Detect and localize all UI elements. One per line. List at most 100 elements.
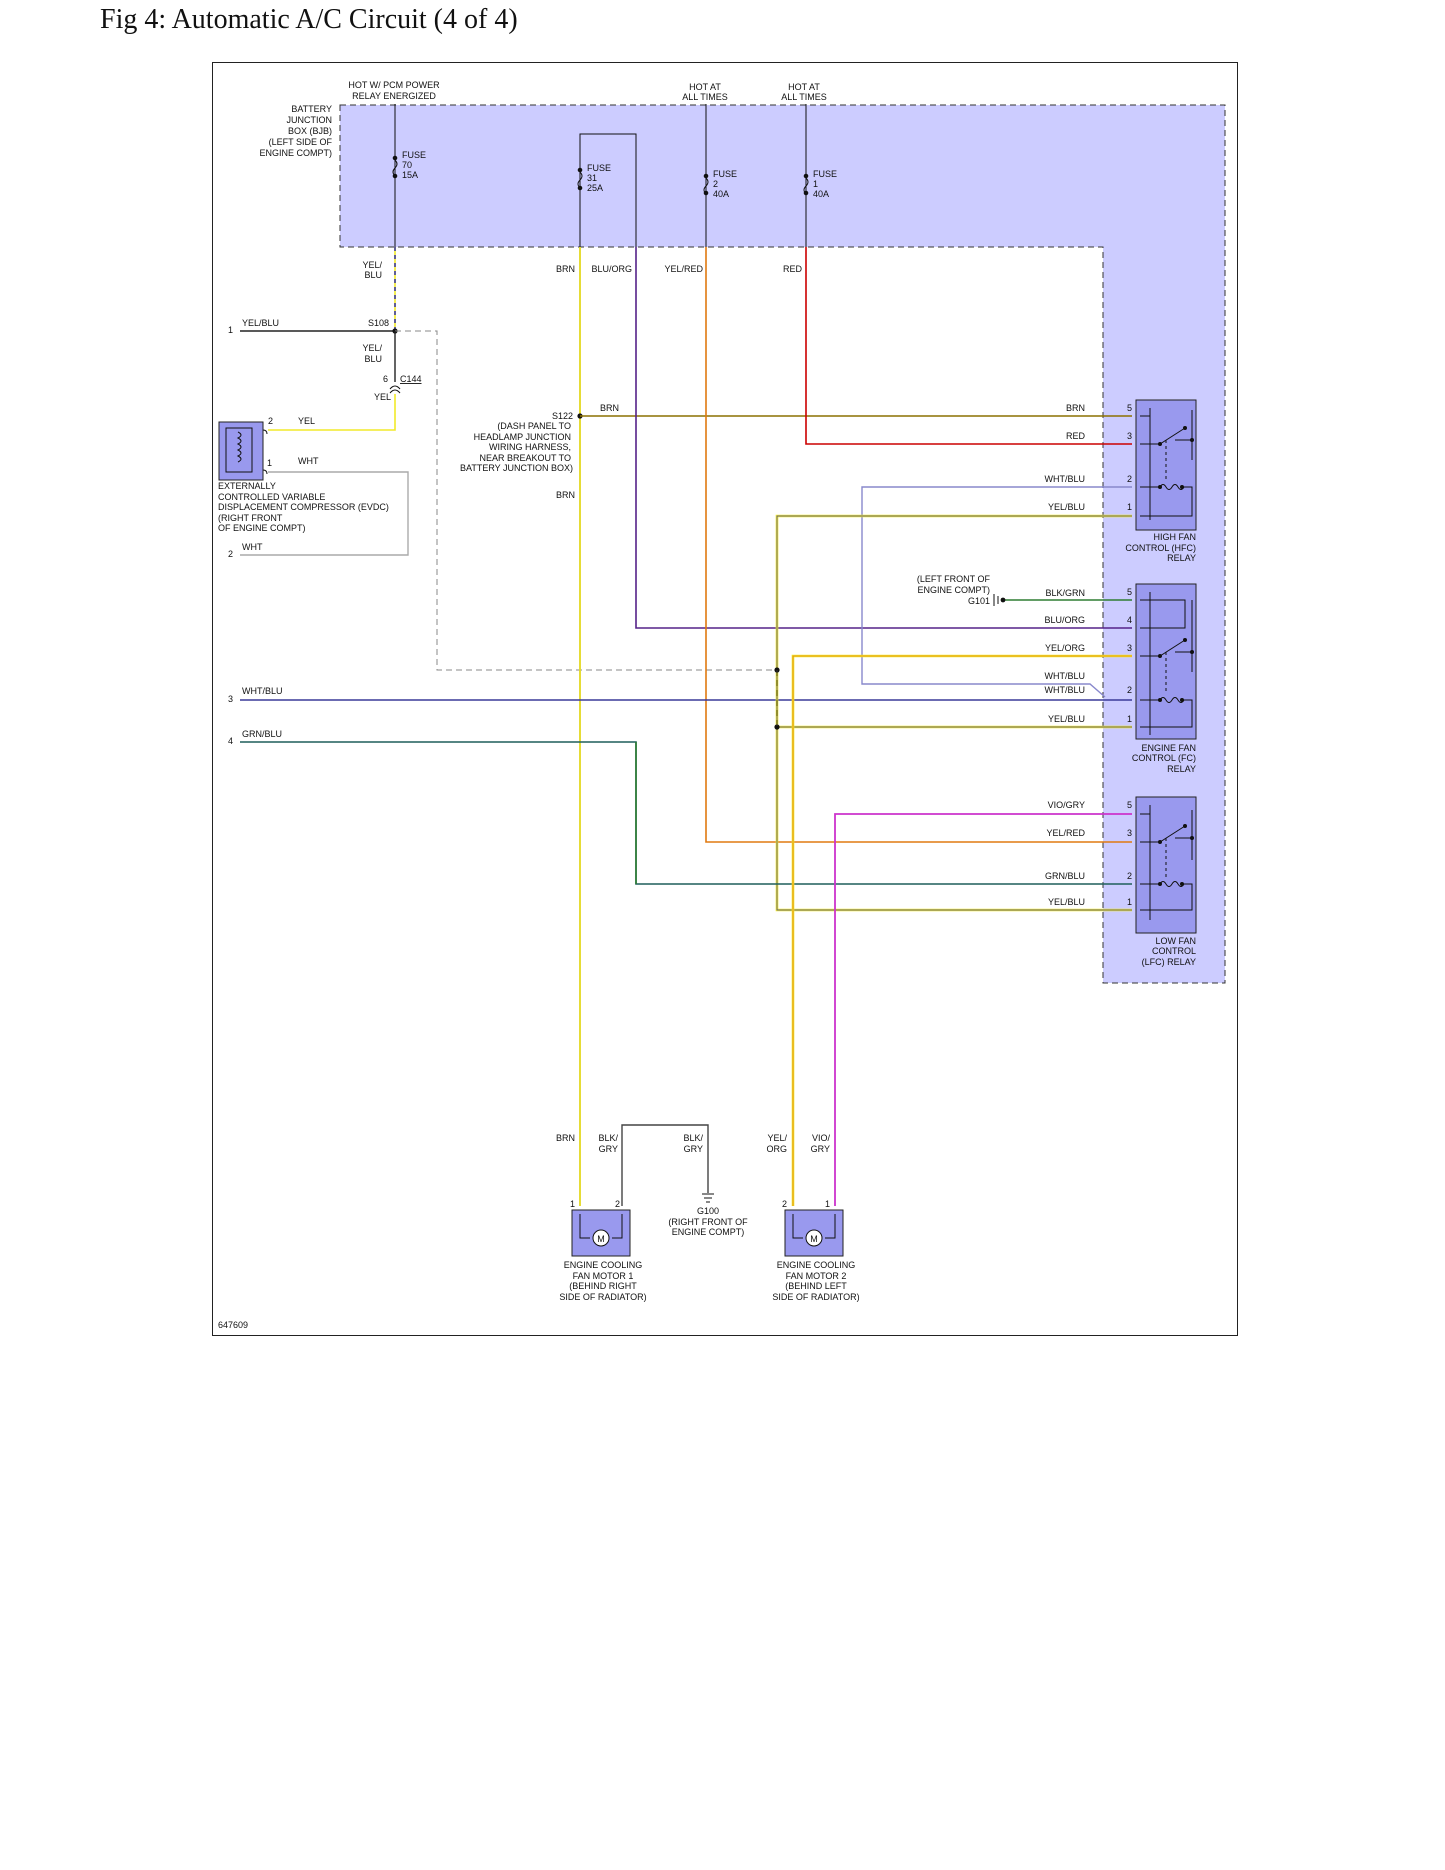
- svg-text:BLK/: BLK/: [598, 1133, 618, 1143]
- svg-text:BRN: BRN: [556, 1133, 575, 1143]
- svg-text:DISPLACEMENT COMPRESSOR (EVDC): DISPLACEMENT COMPRESSOR (EVDC): [218, 502, 389, 512]
- svg-text:BRN: BRN: [556, 490, 575, 500]
- svg-text:(DASH PANEL TO: (DASH PANEL TO: [497, 421, 571, 431]
- svg-text:3: 3: [228, 694, 233, 704]
- wire-yelblu-pin1: 1 YEL/BLU S108: [228, 318, 398, 335]
- svg-text:YEL: YEL: [374, 392, 391, 402]
- bjb-label: BATTERY JUNCTION BOX (BJB) (LEFT SIDE OF…: [259, 104, 332, 158]
- svg-text:FAN MOTOR 1: FAN MOTOR 1: [573, 1271, 634, 1281]
- svg-text:2: 2: [268, 416, 273, 426]
- svg-text:VIO/GRY: VIO/GRY: [1048, 800, 1085, 810]
- svg-text:RELAY: RELAY: [1167, 764, 1196, 774]
- svg-text:BOX (BJB): BOX (BJB): [288, 126, 332, 136]
- wire-wht-evdc: [240, 471, 409, 556]
- svg-text:YEL/RED: YEL/RED: [664, 264, 703, 274]
- wire-blkgry-g100: BLK/ GRY BLK/ GRY G100 (RIGHT FRONT OF E…: [598, 1124, 748, 1237]
- svg-text:5: 5: [1127, 403, 1132, 413]
- svg-text:HOT AT: HOT AT: [689, 82, 721, 92]
- svg-text:70: 70: [402, 160, 412, 170]
- svg-text:2: 2: [713, 179, 718, 189]
- svg-text:M: M: [597, 1234, 605, 1244]
- fuse-symbols: [392, 155, 809, 196]
- svg-text:(BEHIND LEFT: (BEHIND LEFT: [785, 1281, 847, 1291]
- svg-text:1: 1: [267, 458, 272, 468]
- wire-brn-hfc: BRN BRN: [580, 403, 1132, 417]
- svg-text:WHT: WHT: [298, 456, 319, 466]
- svg-text:RELAY: RELAY: [1167, 553, 1196, 563]
- svg-text:GRN/BLU: GRN/BLU: [242, 729, 282, 739]
- svg-text:15A: 15A: [402, 170, 418, 180]
- svg-text:NEAR BREAKOUT TO: NEAR BREAKOUT TO: [479, 453, 571, 463]
- svg-text:CONTROL: CONTROL: [1152, 946, 1196, 956]
- svg-text:BRN: BRN: [556, 264, 575, 274]
- svg-text:BLU: BLU: [364, 354, 382, 364]
- svg-text:FUSE: FUSE: [713, 169, 737, 179]
- svg-text:BATTERY: BATTERY: [291, 104, 332, 114]
- svg-text:GRY: GRY: [811, 1144, 830, 1154]
- svg-text:ENGINE COOLING: ENGINE COOLING: [564, 1260, 643, 1270]
- fc-relay: 5 4 3 2 1 ENGINE FAN CONTROL (FC) RELAY: [1127, 583, 1197, 774]
- svg-text:3: 3: [1127, 431, 1132, 441]
- svg-text:EXTERNALLY: EXTERNALLY: [218, 481, 276, 491]
- splice-s122: S122 (DASH PANEL TO HEADLAMP JUNCTION WI…: [460, 411, 583, 473]
- evdc-label: EXTERNALLY CONTROLLED VARIABLE DISPLACEM…: [218, 481, 389, 559]
- svg-text:RELAY ENERGIZED: RELAY ENERGIZED: [352, 91, 436, 101]
- svg-text:BLU: BLU: [364, 270, 382, 280]
- svg-text:CONTROLLED VARIABLE: CONTROLLED VARIABLE: [218, 492, 325, 502]
- wire-yelblu-fuse70: YEL/ BLU: [362, 247, 396, 331]
- svg-text:(LEFT SIDE OF: (LEFT SIDE OF: [269, 137, 333, 147]
- svg-text:1: 1: [1127, 502, 1132, 512]
- svg-text:ALL TIMES: ALL TIMES: [781, 92, 827, 102]
- battery-junction-box: [339, 104, 1226, 984]
- svg-text:YEL/: YEL/: [362, 260, 382, 270]
- svg-text:25A: 25A: [587, 183, 603, 193]
- svg-text:YEL/: YEL/: [362, 343, 382, 353]
- svg-text:6: 6: [383, 374, 388, 384]
- svg-text:ENGINE COOLING: ENGINE COOLING: [777, 1260, 856, 1270]
- svg-text:1: 1: [1127, 714, 1132, 724]
- svg-text:(LEFT FRONT OF: (LEFT FRONT OF: [917, 574, 991, 584]
- svg-text:(RIGHT FRONT: (RIGHT FRONT: [218, 513, 283, 523]
- svg-text:SIDE OF RADIATOR): SIDE OF RADIATOR): [772, 1292, 859, 1302]
- svg-text:WHT/BLU: WHT/BLU: [242, 686, 283, 696]
- svg-text:ORG: ORG: [766, 1144, 787, 1154]
- wire-brn-main: BRN BRN BRN: [556, 247, 581, 1206]
- svg-text:(LFC) RELAY: (LFC) RELAY: [1142, 957, 1196, 967]
- dashed-shield-loop: [395, 330, 776, 671]
- diagram-frame: [212, 62, 1238, 1336]
- svg-text:FUSE: FUSE: [587, 163, 611, 173]
- svg-text:LOW FAN: LOW FAN: [1155, 936, 1196, 946]
- svg-text:YEL/BLU: YEL/BLU: [1048, 502, 1085, 512]
- wire-viogry: VIO/GRY VIO/ GRY: [811, 800, 1132, 1206]
- svg-text:ENGINE COMPT): ENGINE COMPT): [259, 148, 332, 158]
- svg-text:YEL/BLU: YEL/BLU: [242, 318, 279, 328]
- svg-text:HEADLAMP JUNCTION: HEADLAMP JUNCTION: [474, 432, 571, 442]
- fan-motor-2: 2 1 M ENGINE COOLING FAN MOTOR 2 (BEHIND…: [772, 1199, 859, 1302]
- wire-red: RED RED: [783, 247, 1132, 445]
- svg-text:HIGH FAN: HIGH FAN: [1153, 532, 1196, 542]
- svg-text:3: 3: [1127, 643, 1132, 653]
- svg-text:2: 2: [1127, 685, 1132, 695]
- wire-yelred: YEL/RED YEL/RED: [664, 247, 1132, 843]
- wire-grnblu: 4 GRN/BLU GRN/BLU: [228, 729, 1132, 885]
- svg-text:5: 5: [1127, 800, 1132, 810]
- svg-text:VIO/: VIO/: [812, 1133, 831, 1143]
- svg-text:GRN/BLU: GRN/BLU: [1045, 871, 1085, 881]
- wire-yelblu-relay-bus: YEL/BLU YEL/BLU YEL/BLU: [774, 502, 1132, 912]
- fuse-labels: FUSE 70 15A FUSE 31 25A FUSE 2 40A FUSE …: [402, 150, 837, 199]
- svg-text:ENGINE FAN: ENGINE FAN: [1141, 743, 1196, 753]
- svg-text:FAN MOTOR 2: FAN MOTOR 2: [786, 1271, 847, 1281]
- svg-text:WHT/BLU: WHT/BLU: [1045, 474, 1086, 484]
- hfc-relay: 5 3 2 1 HIGH FAN CONTROL (HFC) RELAY: [1125, 399, 1197, 563]
- svg-text:FUSE: FUSE: [402, 150, 426, 160]
- svg-text:OF ENGINE COMPT): OF ENGINE COMPT): [218, 523, 306, 533]
- svg-text:YEL/: YEL/: [767, 1133, 787, 1143]
- svg-text:BLU/ORG: BLU/ORG: [1044, 615, 1085, 625]
- evdc-compressor: 1 WHT: [218, 421, 319, 481]
- svg-text:2: 2: [1127, 871, 1132, 881]
- svg-text:YEL/BLU: YEL/BLU: [1048, 714, 1085, 724]
- svg-text:G101: G101: [968, 596, 990, 606]
- svg-text:1: 1: [228, 325, 233, 335]
- wire-yel-evdc: YEL 2: [268, 394, 396, 431]
- svg-text:SIDE OF RADIATOR): SIDE OF RADIATOR): [559, 1292, 646, 1302]
